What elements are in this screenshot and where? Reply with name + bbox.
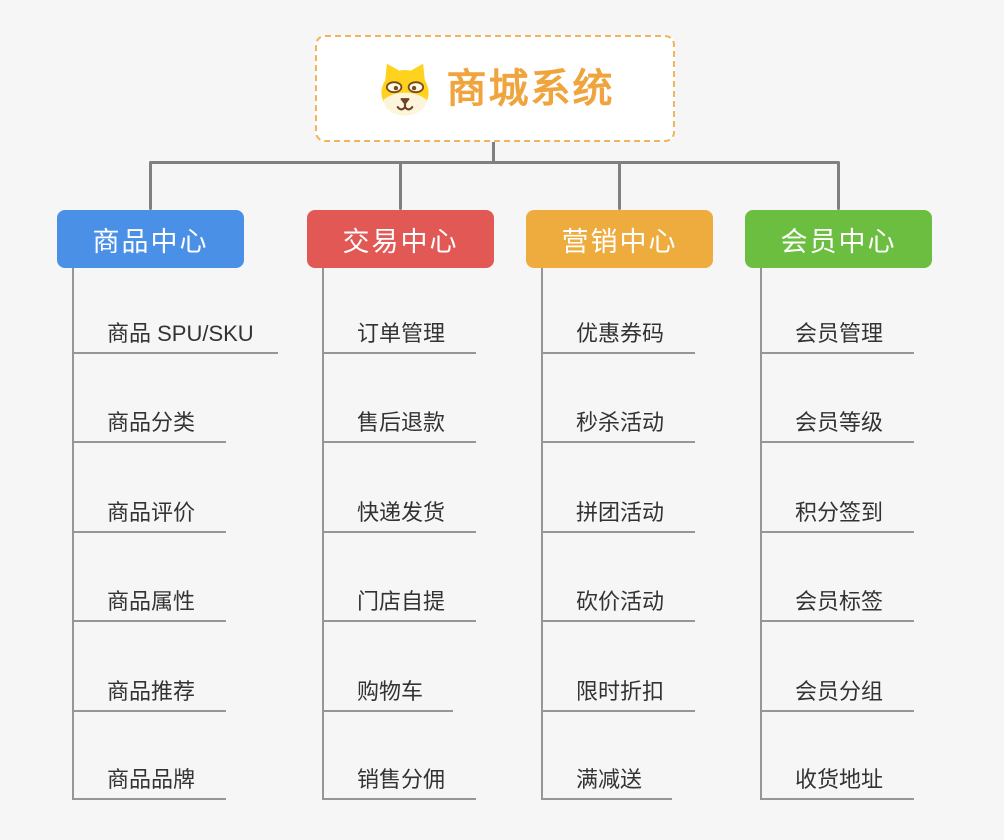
connector-root-stem bbox=[492, 141, 495, 163]
leaf-node-spend-save[interactable]: 满减送 bbox=[542, 754, 672, 800]
leaf-label: 售后退款 bbox=[357, 410, 446, 435]
leaf-node-shipping-address[interactable]: 收货地址 bbox=[761, 754, 914, 800]
leaf-label: 商品评价 bbox=[107, 500, 196, 525]
connector-horizontal-bar bbox=[149, 161, 840, 164]
connector-drop-marketing bbox=[618, 162, 621, 210]
root-title: 商城系统 bbox=[446, 66, 615, 111]
leaf-node-shopping-cart[interactable]: 购物车 bbox=[323, 666, 453, 712]
branch-label: 会员中心 bbox=[780, 226, 897, 257]
connector-drop-member bbox=[837, 162, 840, 210]
shiba-dog-icon bbox=[380, 63, 429, 115]
leaf-node-product-spu-sku[interactable]: 商品 SPU/SKU bbox=[73, 308, 278, 354]
branch-children-line-product bbox=[72, 268, 74, 800]
leaf-node-coupon-code[interactable]: 优惠券码 bbox=[542, 308, 695, 354]
leaf-label: 积分签到 bbox=[795, 500, 884, 525]
leaf-label: 拼团活动 bbox=[576, 500, 665, 525]
root-node-mall-system[interactable]: 商城系统 bbox=[315, 35, 675, 142]
branch-node-product-center[interactable]: 商品中心 bbox=[57, 210, 244, 268]
branch-label: 营销中心 bbox=[561, 226, 678, 257]
leaf-node-group-buy[interactable]: 拼团活动 bbox=[542, 487, 695, 533]
branch-node-marketing-center[interactable]: 营销中心 bbox=[526, 210, 713, 268]
leaf-node-product-attribute[interactable]: 商品属性 bbox=[73, 576, 226, 622]
branch-children-line-marketing bbox=[541, 268, 543, 800]
leaf-label: 会员标签 bbox=[795, 589, 884, 614]
leaf-label: 商品推荐 bbox=[107, 679, 196, 704]
leaf-node-store-pickup[interactable]: 门店自提 bbox=[323, 576, 476, 622]
leaf-label: 收货地址 bbox=[795, 767, 884, 792]
leaf-label: 秒杀活动 bbox=[576, 410, 665, 435]
leaf-node-product-recommend[interactable]: 商品推荐 bbox=[73, 666, 226, 712]
leaf-node-sales-commission[interactable]: 销售分佣 bbox=[323, 754, 476, 800]
branch-node-member-center[interactable]: 会员中心 bbox=[745, 210, 932, 268]
leaf-label: 销售分佣 bbox=[357, 767, 446, 792]
leaf-node-product-brand[interactable]: 商品品牌 bbox=[73, 754, 226, 800]
leaf-node-limited-time-discount[interactable]: 限时折扣 bbox=[542, 666, 695, 712]
leaf-label: 砍价活动 bbox=[576, 589, 665, 614]
leaf-label: 会员等级 bbox=[795, 410, 884, 435]
leaf-label: 门店自提 bbox=[357, 589, 446, 614]
branch-label: 商品中心 bbox=[92, 226, 209, 257]
leaf-node-member-level[interactable]: 会员等级 bbox=[761, 397, 914, 443]
connector-drop-trade bbox=[399, 162, 402, 210]
leaf-label: 会员分组 bbox=[795, 679, 884, 704]
leaf-label: 商品 SPU/SKU bbox=[107, 321, 254, 346]
leaf-node-aftersale-refund[interactable]: 售后退款 bbox=[323, 397, 476, 443]
leaf-node-points-checkin[interactable]: 积分签到 bbox=[761, 487, 914, 533]
branch-children-line-member bbox=[760, 268, 762, 800]
branch-children-line-trade bbox=[322, 268, 324, 800]
branch-node-trade-center[interactable]: 交易中心 bbox=[307, 210, 494, 268]
leaf-node-member-group[interactable]: 会员分组 bbox=[761, 666, 914, 712]
leaf-node-product-category[interactable]: 商品分类 bbox=[73, 397, 226, 443]
leaf-label: 限时折扣 bbox=[576, 679, 665, 704]
leaf-label: 满减送 bbox=[576, 767, 643, 792]
leaf-node-bargain-activity[interactable]: 砍价活动 bbox=[542, 576, 695, 622]
leaf-label: 会员管理 bbox=[795, 321, 884, 346]
leaf-node-order-management[interactable]: 订单管理 bbox=[323, 308, 476, 354]
leaf-label: 购物车 bbox=[357, 679, 424, 704]
leaf-node-flash-sale[interactable]: 秒杀活动 bbox=[542, 397, 695, 443]
leaf-label: 商品品牌 bbox=[107, 767, 196, 792]
connector-drop-product bbox=[149, 162, 152, 210]
branch-label: 交易中心 bbox=[342, 226, 459, 257]
leaf-node-product-review[interactable]: 商品评价 bbox=[73, 487, 226, 533]
leaf-node-member-management[interactable]: 会员管理 bbox=[761, 308, 914, 354]
leaf-label: 订单管理 bbox=[357, 321, 446, 346]
leaf-label: 优惠券码 bbox=[576, 321, 665, 346]
leaf-node-member-tag[interactable]: 会员标签 bbox=[761, 576, 914, 622]
leaf-label: 快递发货 bbox=[357, 500, 446, 525]
leaf-node-express-delivery[interactable]: 快递发货 bbox=[323, 487, 476, 533]
leaf-label: 商品属性 bbox=[107, 589, 196, 614]
leaf-label: 商品分类 bbox=[107, 410, 196, 435]
